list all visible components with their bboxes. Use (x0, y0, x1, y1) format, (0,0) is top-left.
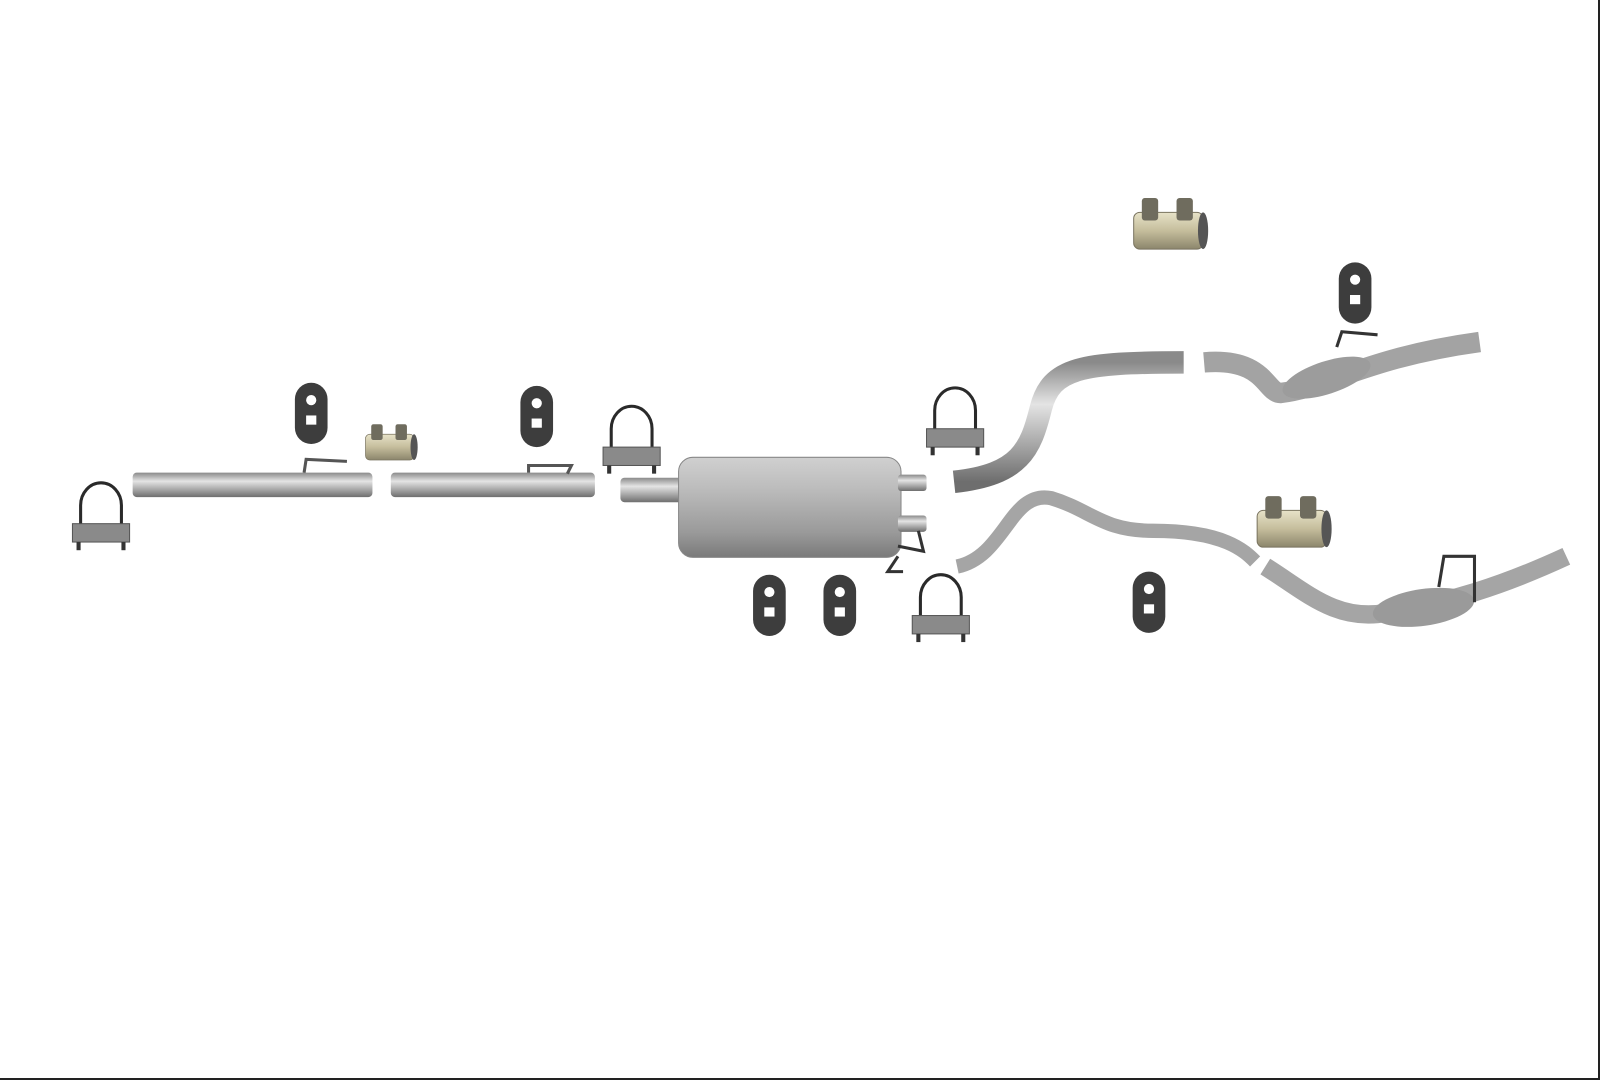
front-pipe (132, 457, 595, 498)
muffler (620, 456, 927, 574)
rubber-hanger-icon (1132, 571, 1166, 633)
band-clamp-icon (1133, 197, 1209, 250)
band-clamp-icon (365, 423, 419, 461)
lower-tailpipe (955, 490, 1571, 627)
rubber-hanger-icon (520, 385, 554, 448)
u-clamp-icon (70, 481, 132, 552)
rubber-hanger-icon (823, 574, 857, 636)
upper-tailpipe (952, 330, 1481, 493)
rubber-hanger-icon (753, 574, 786, 636)
u-clamp-icon (910, 573, 971, 644)
u-clamp-icon (601, 404, 662, 476)
band-clamp-icon (1256, 495, 1333, 548)
rubber-hanger-icon (1338, 262, 1372, 324)
u-clamp-icon (924, 386, 986, 457)
rubber-hanger-icon (294, 382, 328, 445)
